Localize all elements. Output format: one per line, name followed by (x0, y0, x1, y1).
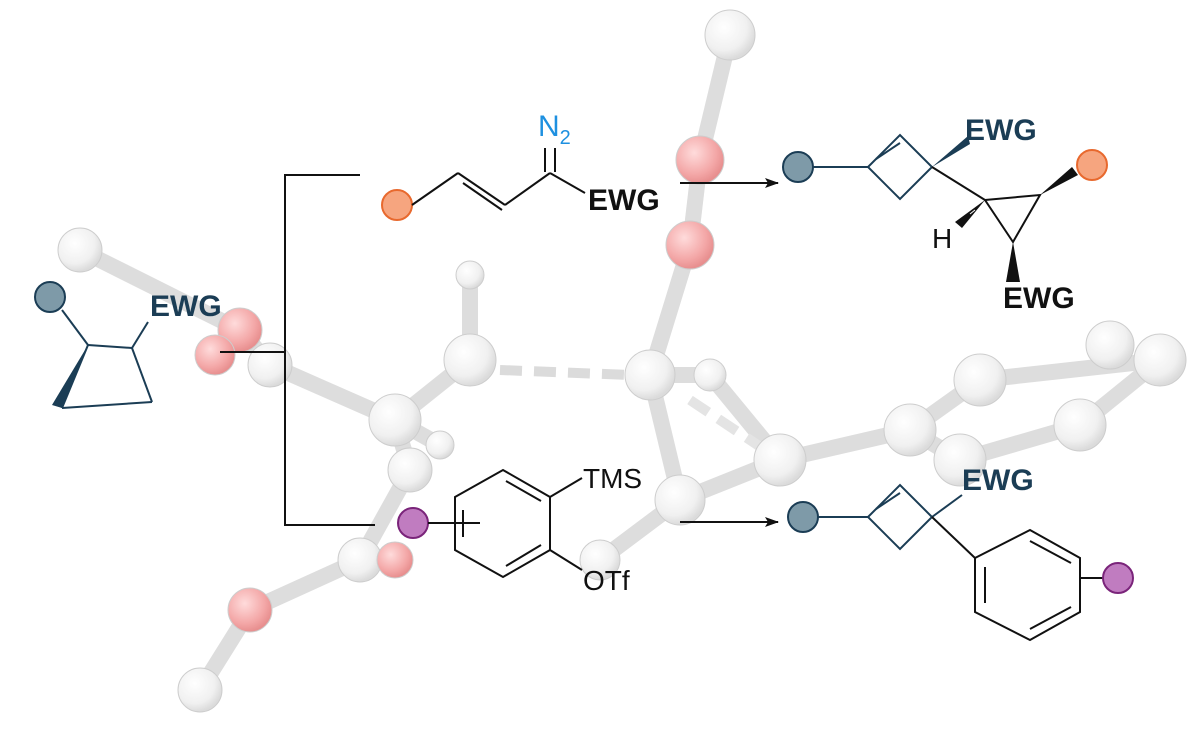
purple-substituent-icon (1102, 562, 1134, 594)
product1-h-label: H (932, 223, 952, 254)
reactant-bracket (220, 174, 375, 526)
aryl-cyclobutene-product: EWG (787, 464, 1134, 642)
vinyl-diazo-reagent: N2 EWG (381, 110, 660, 221)
teal-substituent-icon (782, 151, 814, 183)
diazo-n2-label: N2 (538, 110, 571, 149)
purple-substituent-icon (397, 507, 429, 539)
orange-substituent-icon (381, 189, 413, 221)
diazo-ewg-label: EWG (588, 184, 660, 217)
teal-substituent-icon (34, 281, 66, 313)
bicyclobutane-ewg-label: EWG (150, 290, 222, 323)
product1-ewg-bottom-label: EWG (1003, 282, 1075, 315)
product1-ewg-top-label: EWG (965, 114, 1037, 147)
aryne-precursor: TMS OTf (397, 463, 642, 596)
aryne-otf-label: OTf (583, 565, 630, 596)
background-molecule-model (57, 9, 1187, 713)
cyclopropyl-cyclobutene-product: EWG H EWG (782, 114, 1108, 315)
aryne-tms-label: TMS (583, 463, 642, 494)
bicyclobutane: EWG (34, 281, 222, 409)
orange-substituent-icon (1076, 149, 1108, 181)
teal-substituent-icon (787, 501, 819, 533)
product2-ewg-label: EWG (962, 464, 1034, 497)
